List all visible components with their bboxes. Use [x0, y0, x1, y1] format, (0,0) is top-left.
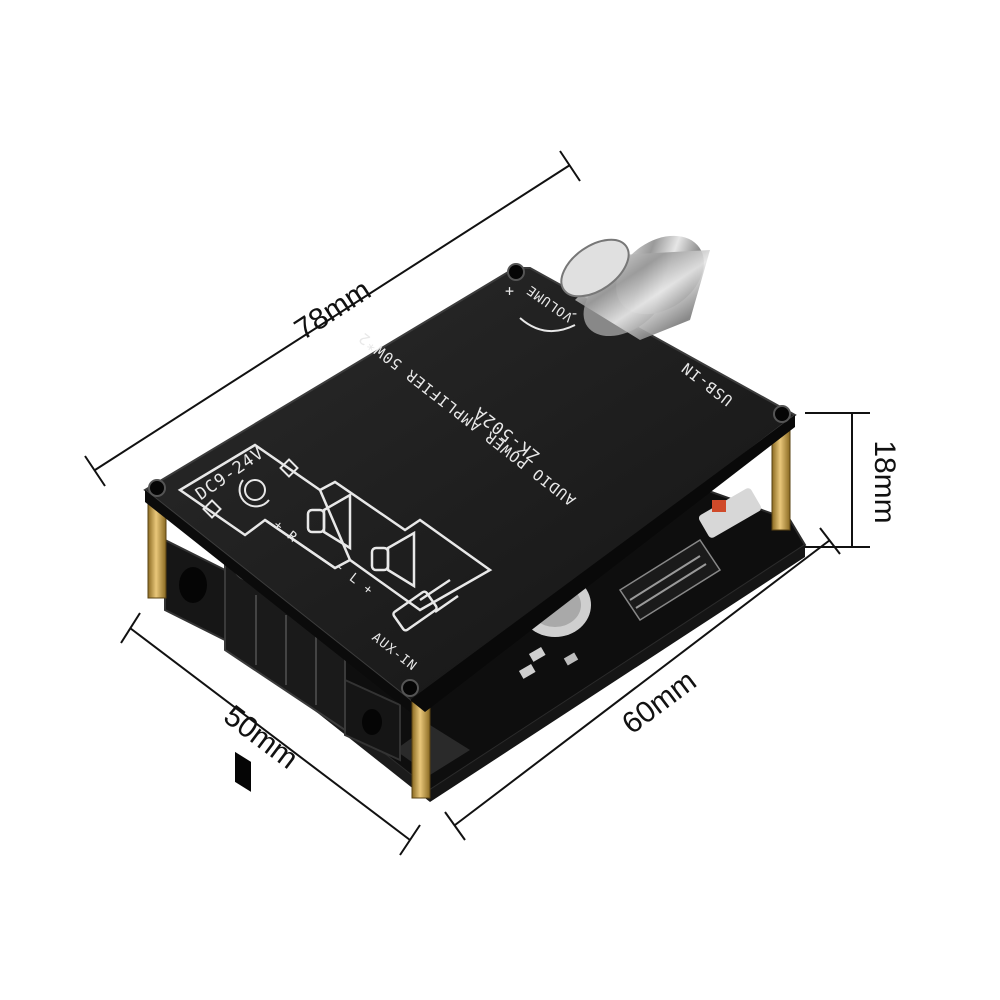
speaker-left-icon — [370, 530, 416, 589]
volume-plus: + — [505, 282, 515, 300]
volume-knob — [560, 235, 710, 340]
speaker-right-icon — [306, 492, 352, 551]
dim-height-label: 18mm — [868, 440, 901, 523]
top-panel — [143, 267, 797, 712]
dim-depth-label: 60mm — [616, 664, 702, 741]
panel-screws — [148, 263, 791, 697]
volume-minus: - — [570, 304, 580, 322]
aux-jack — [344, 678, 401, 762]
aux-input-icon — [392, 578, 459, 632]
dc-polarity-icon — [202, 458, 299, 519]
volume-arc — [519, 317, 576, 333]
dimension-lines — [84, 150, 870, 856]
dim-width-label: 50mm — [218, 699, 304, 776]
silkscreen-panel — [177, 443, 493, 612]
